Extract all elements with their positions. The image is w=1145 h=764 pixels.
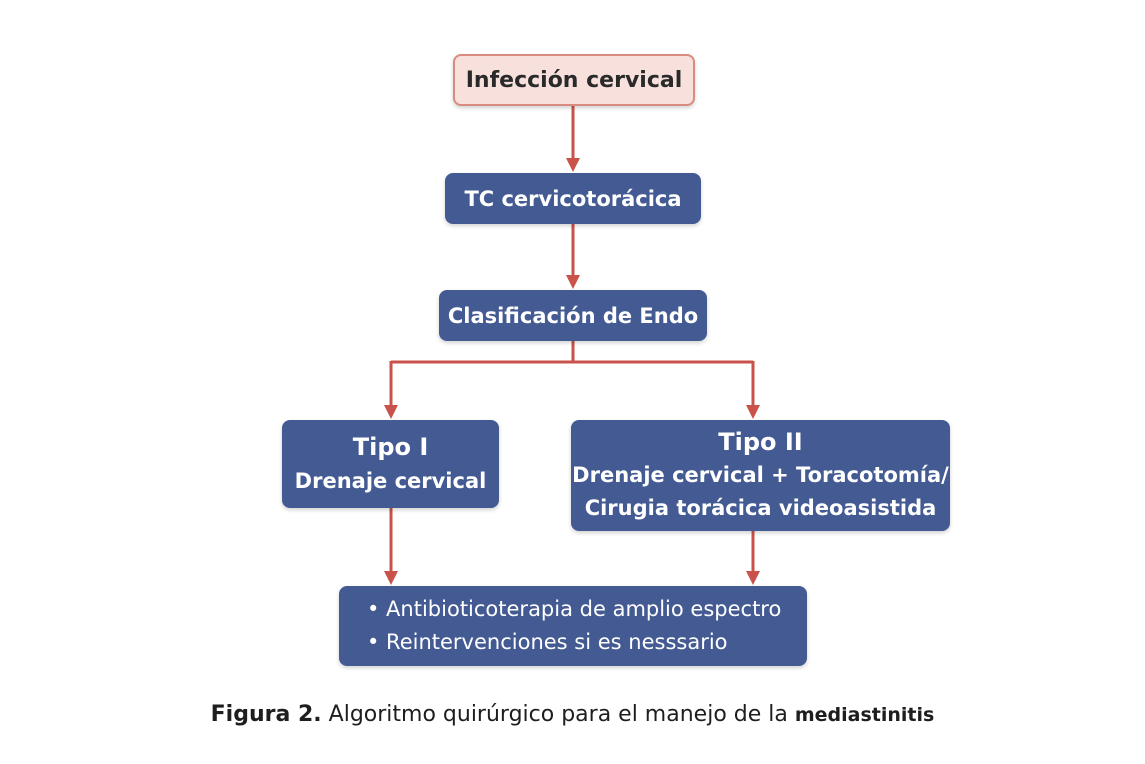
node-tc-label: TC cervicotorácica	[464, 186, 682, 211]
node-tipo-1-text: Drenaje cervical	[294, 469, 487, 493]
node-tipo-1: Tipo I Drenaje cervical	[282, 420, 499, 508]
node-tipo-2: Tipo II Drenaje cervical + Toracotomía/ …	[571, 420, 950, 531]
figure-caption-text: Algoritmo quirúrgico para el manejo de l…	[328, 702, 788, 727]
figure-caption-last-word: mediastinitis	[794, 704, 935, 726]
node-infeccion-cervical-label: Infección cervical	[465, 67, 683, 93]
figure-caption: Figura 2. Algoritmo quirúrgico para el m…	[0, 702, 1145, 727]
node-tipo-2-text-line1: Drenaje cervical + Toracotomía/	[572, 463, 949, 487]
node-final-treatment: • Antibioticoterapia de amplio espectro …	[339, 586, 807, 666]
list-item: • Antibioticoterapia de amplio espectro	[367, 597, 782, 621]
node-tipo-1-title: Tipo I	[352, 433, 429, 461]
node-tipo-2-text-line2: Cirugia torácica videoasistida	[584, 496, 937, 520]
node-infeccion-cervical: Infección cervical	[453, 54, 695, 106]
node-clasificacion-endo: Clasificación de Endo	[439, 290, 707, 341]
figure-number: Figura 2.	[210, 702, 322, 727]
node-endo-label: Clasificación de Endo	[447, 303, 699, 328]
node-tc-cervicotoracica: TC cervicotorácica	[445, 173, 701, 224]
node-tipo-2-title: Tipo II	[718, 428, 803, 456]
list-item: • Reintervenciones si es nesssario	[367, 630, 728, 654]
